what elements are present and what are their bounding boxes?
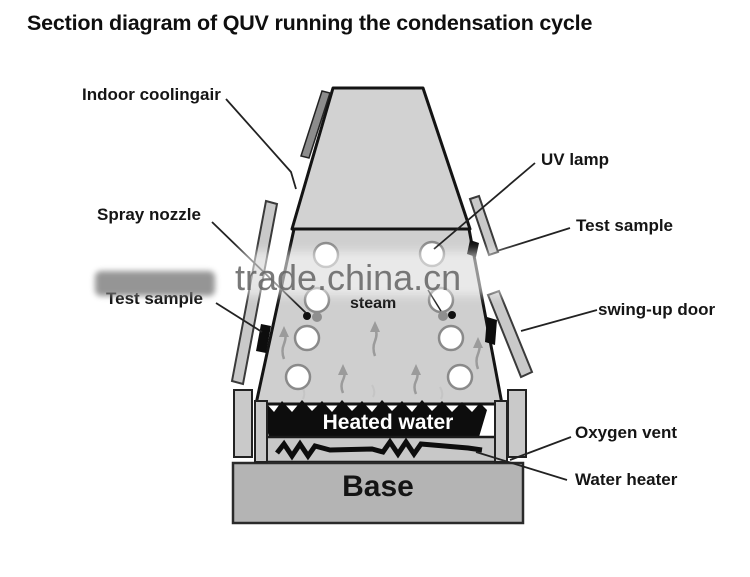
label-uv-lamp: UV lamp xyxy=(541,150,610,169)
leader-swing-up-door xyxy=(520,309,598,332)
left-outer-post xyxy=(233,389,253,458)
uv-lamp-circle xyxy=(293,324,321,352)
label-oxygen-vent: Oxygen vent xyxy=(575,423,678,442)
spray-nozzle-dot-right-black xyxy=(448,311,456,319)
label-test-sample-right: Test sample xyxy=(576,216,674,235)
steam-wisp xyxy=(439,386,444,400)
steam-arrow xyxy=(279,326,289,360)
steam-arrow xyxy=(411,364,421,395)
spray-nozzle-dot-left-black xyxy=(303,312,311,320)
left-inner-post xyxy=(254,400,268,463)
test-sample-panel-right-lower xyxy=(485,317,497,345)
right-inner-post xyxy=(494,400,508,463)
leader-uv-lamp xyxy=(433,162,536,250)
water-heater-element xyxy=(275,437,483,461)
hood xyxy=(290,86,472,231)
heated-water-pan xyxy=(262,400,487,437)
leader-indoor-cooling-air xyxy=(225,98,297,190)
label-water-heater: Water heater xyxy=(575,470,678,489)
steam-arrow xyxy=(473,337,483,370)
leader-oxygen-vent xyxy=(509,436,572,461)
uv-lamp-circle xyxy=(437,324,465,352)
label-spray-nozzle: Spray nozzle xyxy=(97,205,201,224)
steam-arrow xyxy=(338,364,348,394)
watermark-text: trade.china.cn xyxy=(235,257,462,298)
steam-wisp xyxy=(371,384,376,398)
diagram-title: Section diagram of QUV running the conde… xyxy=(27,11,593,35)
label-swing-up-door: swing-up door xyxy=(598,300,716,319)
spray-nozzle-dot-left-gray xyxy=(312,312,322,322)
steam-arrow xyxy=(370,321,380,357)
label-base: Base xyxy=(342,470,414,503)
label-steam: steam xyxy=(350,295,397,312)
leader-test-sample-right xyxy=(496,227,571,252)
right-outer-post xyxy=(507,389,527,458)
uv-lamp-circle xyxy=(446,363,474,391)
spray-nozzle-dot-right-gray xyxy=(438,311,448,321)
leader-test-sample-left xyxy=(215,302,263,333)
base-block xyxy=(231,461,525,525)
label-heated-water: Heated water xyxy=(322,411,454,434)
leader-water-heater xyxy=(475,451,568,481)
watermark-gray-smear xyxy=(95,271,215,296)
steam-arrows xyxy=(279,321,483,395)
watermark-blur-band xyxy=(222,251,560,296)
uv-lamp-circle xyxy=(284,363,312,391)
label-indoor-cooling-air: Indoor coolingair xyxy=(82,85,221,104)
cooling-air-vent-strip xyxy=(300,90,331,159)
